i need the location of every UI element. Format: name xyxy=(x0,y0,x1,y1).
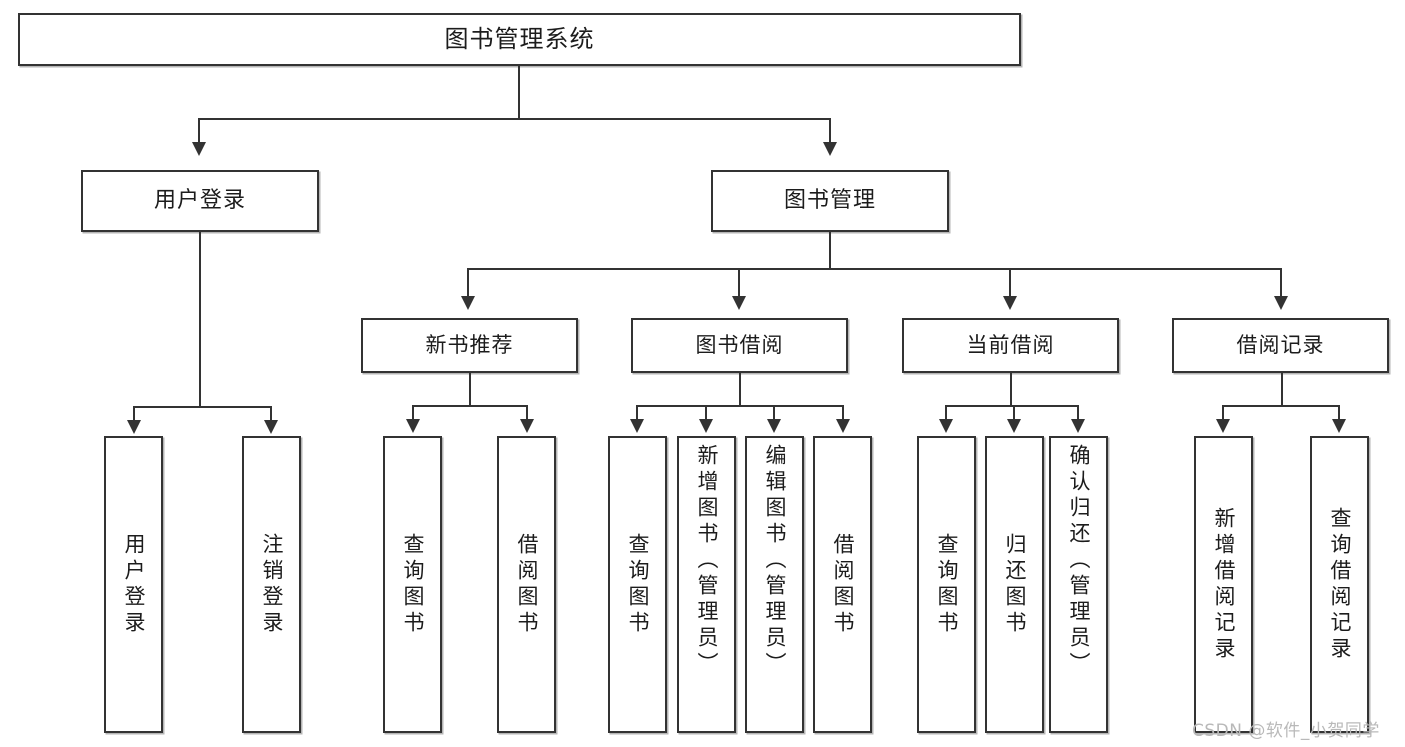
node-label: 查询借阅记录 xyxy=(1328,506,1352,663)
arrow-leaf-current-borrow-0 xyxy=(939,419,953,433)
node-label: 图书借阅 xyxy=(695,333,784,358)
leaf-current-borrow-0[interactable]: 查询图书 xyxy=(917,436,976,733)
arrow-leaf-new-book-1 xyxy=(520,419,534,433)
node-label: 借阅图书 xyxy=(515,532,539,637)
edge-current-borrow-stem xyxy=(1010,373,1013,407)
arrow-current-borrow xyxy=(1003,296,1017,310)
edge-drop-borrow-record xyxy=(1280,268,1283,300)
node-label: 新增借阅记录 xyxy=(1212,506,1236,663)
node-label: 用户登录 xyxy=(122,532,146,637)
arrow-leaf-book-borrow-0 xyxy=(630,419,644,433)
arrow-book-mgmt xyxy=(823,142,837,156)
leaf-borrow-record-1[interactable]: 查询借阅记录 xyxy=(1310,436,1369,733)
node-current-borrow[interactable]: 当前借阅 xyxy=(902,318,1119,373)
edge-drop-leaf-borrow-record-0 xyxy=(1222,405,1225,423)
edge-drop-user-login xyxy=(198,118,201,146)
leaf-book-borrow-0[interactable]: 查询图书 xyxy=(608,436,667,733)
arrow-book-borrow xyxy=(732,296,746,310)
node-book-management[interactable]: 图书管理 xyxy=(711,170,949,232)
leaf-borrow-record-0[interactable]: 新增借阅记录 xyxy=(1194,436,1253,733)
node-label: 图书管理系统 xyxy=(444,24,595,53)
arrow-new-book xyxy=(461,296,475,310)
node-user-login[interactable]: 用户登录 xyxy=(81,170,319,232)
edge-user-login-stem xyxy=(199,232,202,408)
leaf-book-borrow-2[interactable]: 编辑图书（管理员） xyxy=(745,436,804,733)
edge-drop-leaf-book-borrow-1 xyxy=(705,405,708,423)
leaf-book-borrow-3[interactable]: 借阅图书 xyxy=(813,436,872,733)
node-label: 注销登录 xyxy=(260,532,284,637)
edge-drop-leaf-user-login-1 xyxy=(270,406,273,424)
node-new-book-recommend[interactable]: 新书推荐 xyxy=(361,318,578,373)
node-label: 归还图书 xyxy=(1003,532,1027,637)
leaf-current-borrow-2[interactable]: 确认归还（管理员） xyxy=(1049,436,1108,733)
edge-root-stem xyxy=(518,66,521,119)
edge-drop-leaf-book-borrow-3 xyxy=(842,405,845,423)
edge-new-book-bus xyxy=(412,405,528,408)
arrow-leaf-user-login-1 xyxy=(264,420,278,434)
arrow-leaf-borrow-record-0 xyxy=(1216,419,1230,433)
edge-new-book-stem xyxy=(469,373,472,407)
arrow-user-login xyxy=(192,142,206,156)
leaf-new-book-1[interactable]: 借阅图书 xyxy=(497,436,556,733)
node-label: 编辑图书（管理员） xyxy=(763,444,787,678)
node-label: 借阅图书 xyxy=(831,532,855,637)
arrow-leaf-book-borrow-1 xyxy=(699,419,713,433)
edge-drop-new-book xyxy=(467,268,470,300)
edge-book-borrow-bus xyxy=(636,405,844,408)
edge-drop-leaf-new-book-1 xyxy=(526,405,529,423)
edge-drop-leaf-current-borrow-2 xyxy=(1077,405,1080,423)
arrow-leaf-current-borrow-2 xyxy=(1071,419,1085,433)
leaf-user-login-0[interactable]: 用户登录 xyxy=(104,436,163,733)
edge-drop-current-borrow xyxy=(1009,268,1012,300)
edge-user-login-bus xyxy=(133,406,271,409)
arrow-leaf-current-borrow-1 xyxy=(1007,419,1021,433)
edge-drop-leaf-current-borrow-0 xyxy=(945,405,948,423)
node-root-system[interactable]: 图书管理系统 xyxy=(18,13,1021,66)
node-book-borrow[interactable]: 图书借阅 xyxy=(631,318,848,373)
edge-level1-bus xyxy=(198,118,831,121)
node-label: 当前借阅 xyxy=(966,333,1055,358)
node-label: 用户登录 xyxy=(153,188,246,214)
leaf-new-book-0[interactable]: 查询图书 xyxy=(383,436,442,733)
edge-drop-book-borrow xyxy=(738,268,741,300)
node-label: 图书管理 xyxy=(783,188,876,214)
arrow-leaf-user-login-0 xyxy=(127,420,141,434)
leaf-book-borrow-1[interactable]: 新增图书（管理员） xyxy=(677,436,736,733)
edge-borrow-record-stem xyxy=(1281,373,1284,407)
arrow-leaf-book-borrow-3 xyxy=(836,419,850,433)
node-label: 借阅记录 xyxy=(1236,333,1325,358)
edge-drop-leaf-borrow-record-1 xyxy=(1338,405,1341,423)
edge-drop-leaf-book-borrow-0 xyxy=(636,405,639,423)
node-label: 确认归还（管理员） xyxy=(1067,444,1091,678)
arrow-leaf-new-book-0 xyxy=(406,419,420,433)
node-label: 新增图书（管理员） xyxy=(695,444,719,678)
node-borrow-record[interactable]: 借阅记录 xyxy=(1172,318,1389,373)
arrow-leaf-book-borrow-2 xyxy=(767,419,781,433)
edge-book-borrow-stem xyxy=(739,373,742,407)
edge-drop-leaf-book-borrow-2 xyxy=(773,405,776,423)
arrow-borrow-record xyxy=(1274,296,1288,310)
leaf-current-borrow-1[interactable]: 归还图书 xyxy=(985,436,1044,733)
edge-current-borrow-bus xyxy=(945,405,1079,408)
edge-drop-book-mgmt xyxy=(829,118,832,146)
edge-borrow-record-bus xyxy=(1222,405,1340,408)
edge-drop-leaf-new-book-0 xyxy=(412,405,415,423)
node-label: 新书推荐 xyxy=(425,333,514,358)
node-label: 查询图书 xyxy=(401,532,425,637)
node-label: 查询图书 xyxy=(935,532,959,637)
node-label: 查询图书 xyxy=(626,532,650,637)
arrow-leaf-borrow-record-1 xyxy=(1332,419,1346,433)
edge-drop-leaf-user-login-0 xyxy=(133,406,136,424)
leaf-user-login-1[interactable]: 注销登录 xyxy=(242,436,301,733)
edge-book-mgmt-stem xyxy=(829,232,832,270)
edge-drop-leaf-current-borrow-1 xyxy=(1013,405,1016,423)
watermark-text: CSDN @软件_小贺同学 xyxy=(1192,721,1380,741)
edge-level3-bus xyxy=(467,268,1282,271)
